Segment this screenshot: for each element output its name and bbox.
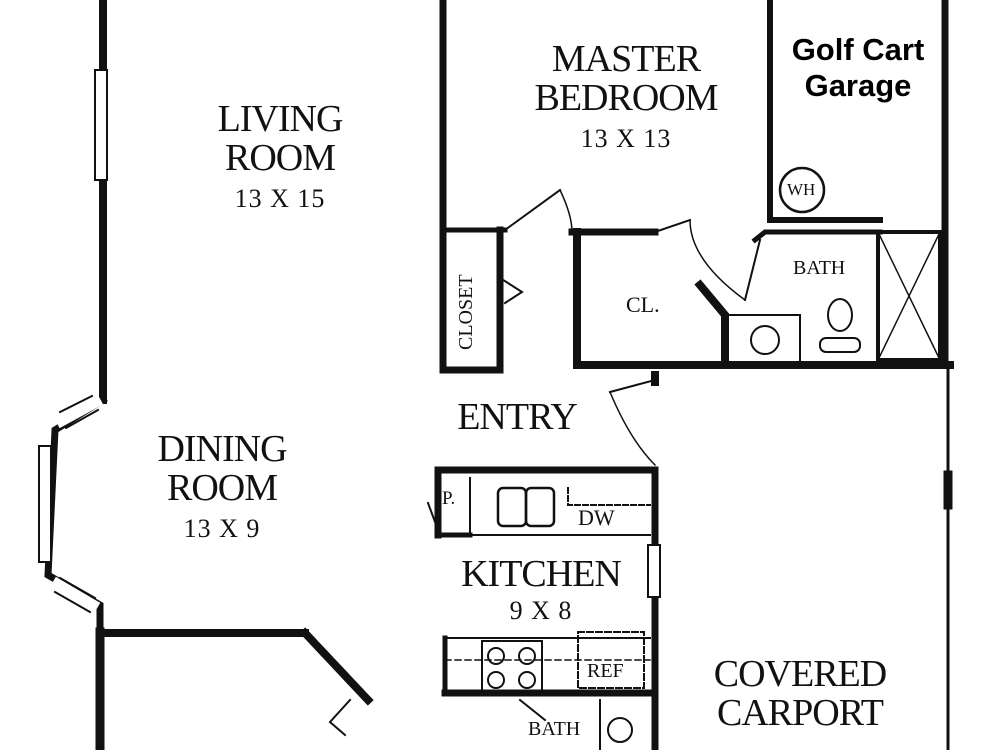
master-bedroom-label: MASTER BEDROOM 13 X 13: [534, 38, 718, 153]
sink-icon: [750, 325, 780, 355]
pantry-label: P.: [442, 488, 456, 509]
toilet-icon: [827, 298, 853, 332]
stove-icon: [481, 640, 543, 692]
golf-cart-garage-label: Golf Cart Garage: [791, 32, 925, 103]
walls: [38, 0, 954, 750]
fixtures: [481, 166, 861, 743]
water-heater-label: WH: [787, 180, 816, 199]
lower-bath-label: BATH: [528, 718, 581, 740]
master-bath-label: BATH: [793, 257, 846, 279]
dining-room-label: DINING ROOM 13 X 9: [157, 428, 287, 543]
closet-label: CLOSET: [455, 274, 477, 350]
water-heater-icon: [778, 166, 826, 214]
lower-bath-sink-icon: [607, 717, 633, 743]
entry-label: ENTRY: [457, 396, 578, 438]
kitchen-label: KITCHEN 9 X 8: [461, 553, 622, 625]
living-room-label: LIVING ROOM 13 X 15: [217, 98, 344, 213]
covered-carport-label: COVERED CARPORT: [713, 653, 887, 734]
master-closet-label: CL.: [626, 292, 660, 317]
kitchen-sink-icon: [496, 486, 528, 528]
refrigerator-label: REF: [587, 660, 624, 682]
dishwasher-label: DW: [578, 505, 615, 530]
